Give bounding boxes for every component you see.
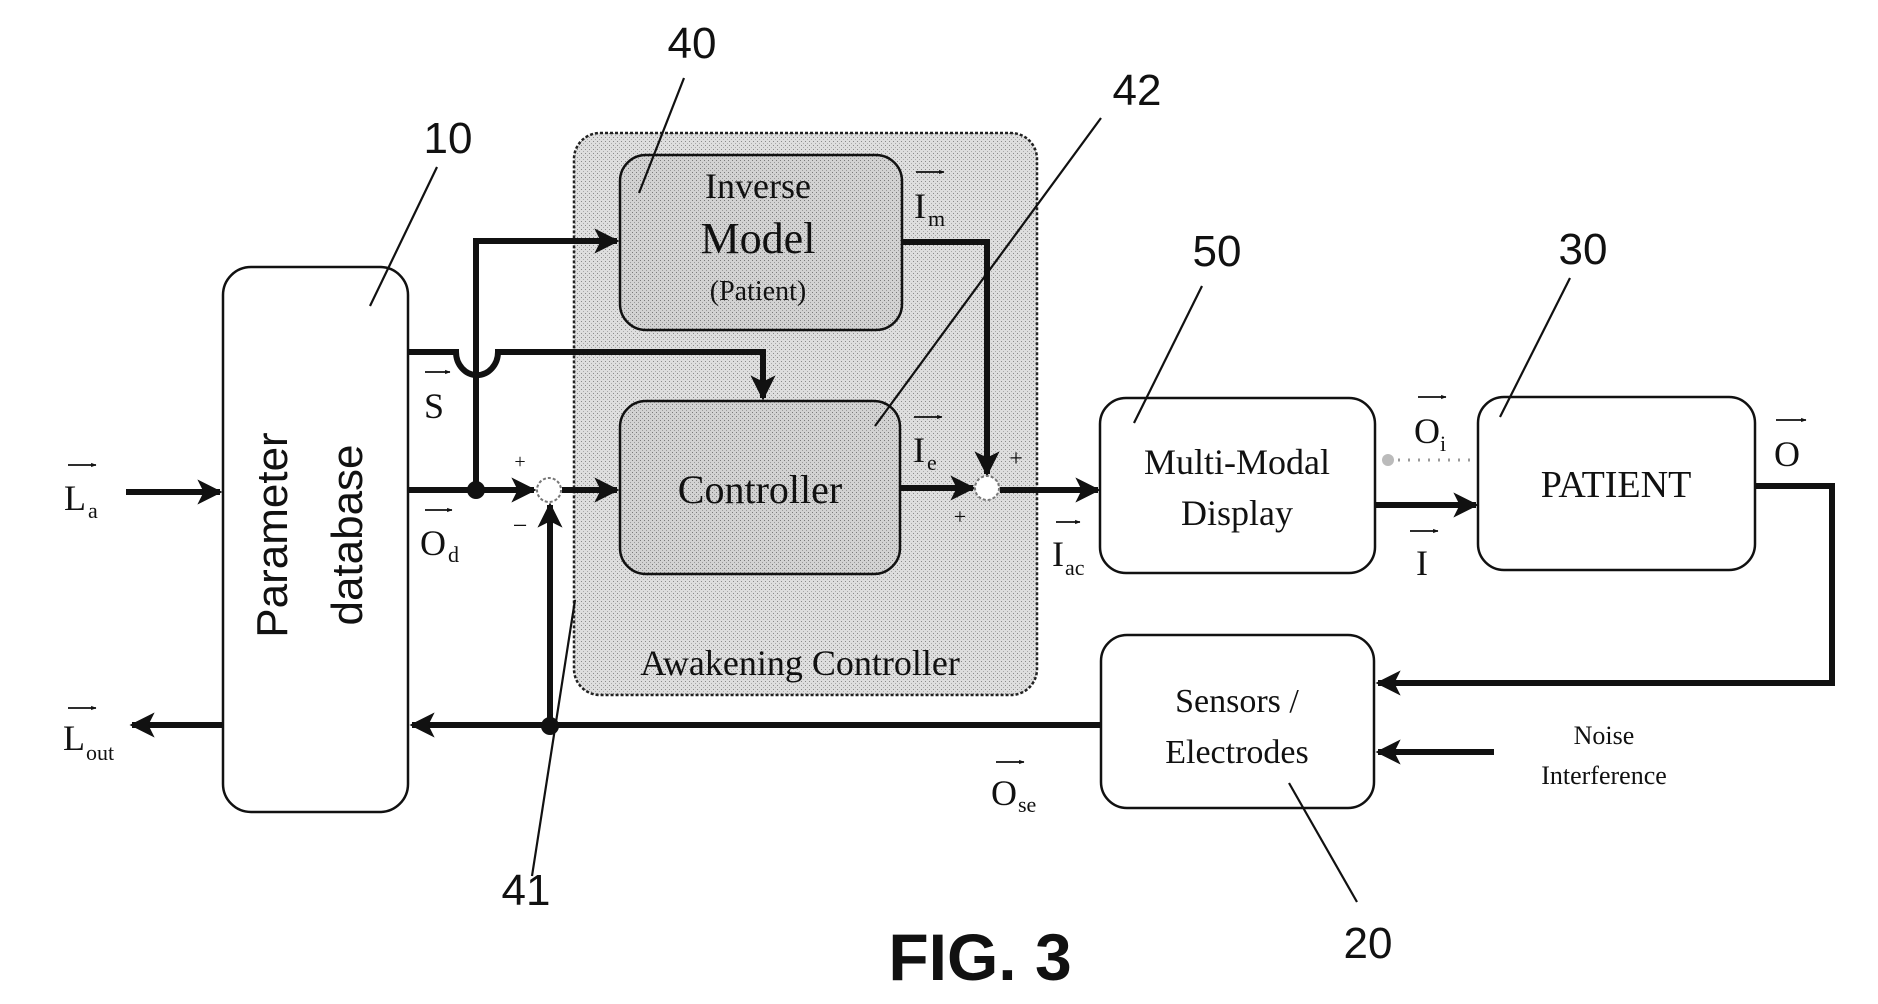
signal-label-i: I — [1410, 531, 1438, 583]
noise-label-line2: Interference — [1541, 761, 1667, 790]
ref-numeral-42: 42 — [1113, 66, 1162, 115]
svg-text:O: O — [991, 773, 1017, 813]
svg-text:I: I — [913, 430, 925, 470]
svg-text:m: m — [928, 206, 945, 231]
svg-text:L: L — [64, 478, 86, 518]
ref-numeral-30: 30 — [1559, 225, 1608, 274]
patient-block[interactable]: PATIENT — [1478, 397, 1755, 570]
parameter-database-block[interactable]: Parameter database — [223, 267, 408, 812]
svg-text:I: I — [914, 186, 926, 226]
awakening-controller-label: Awakening Controller — [640, 643, 960, 683]
sensors-electrodes-frame — [1101, 635, 1374, 808]
signal-label-lout: L out — [63, 708, 114, 765]
ref-numeral-40: 40 — [668, 19, 717, 68]
ref-numeral-41: 41 — [502, 866, 551, 915]
svg-text:O: O — [1414, 411, 1440, 451]
ref-numeral-20: 20 — [1344, 919, 1393, 968]
svg-text:O: O — [420, 523, 446, 563]
sum2-plus-sign-top: + — [1009, 446, 1023, 472]
leader-line-41 — [532, 600, 575, 876]
svg-text:I: I — [1416, 543, 1428, 583]
signal-label-o: O — [1774, 420, 1806, 474]
inverse-model-label-line2: Model — [701, 214, 816, 263]
svg-text:O: O — [1774, 434, 1800, 474]
sensors-label-line2: Electrodes — [1165, 734, 1309, 771]
summing-junction-1 — [537, 478, 561, 502]
multi-modal-display-label-line1: Multi-Modal — [1144, 442, 1330, 482]
sensors-electrodes-block[interactable]: Sensors / Electrodes — [1101, 635, 1374, 808]
svg-text:i: i — [1440, 431, 1446, 456]
svg-text:out: out — [86, 740, 114, 765]
ref-numeral-50: 50 — [1193, 227, 1242, 276]
summing-junction-2 — [975, 476, 999, 500]
inverse-model-label-line1: Inverse — [705, 166, 811, 206]
parameter-database-label-line1: Parameter — [248, 432, 297, 637]
signal-label-la: L a — [64, 465, 98, 523]
multi-modal-display-block[interactable]: Multi-Modal Display — [1100, 398, 1375, 573]
svg-text:a: a — [88, 498, 98, 523]
parameter-database-label-line2: database — [323, 444, 372, 625]
svg-text:e: e — [927, 450, 937, 475]
inverse-model-block[interactable]: Inverse Model (Patient) — [620, 155, 902, 330]
figure-caption: FIG. 3 — [888, 920, 1071, 994]
signal-label-iac: I ac — [1052, 522, 1085, 580]
signal-label-od: O d — [420, 510, 459, 567]
patient-label: PATIENT — [1541, 464, 1692, 506]
svg-text:se: se — [1018, 792, 1036, 817]
svg-text:d: d — [448, 542, 459, 567]
ref-numeral-10: 10 — [424, 114, 473, 163]
svg-text:S: S — [424, 386, 444, 426]
sum1-minus-sign: − — [513, 511, 528, 540]
sum1-plus-sign: + — [514, 451, 525, 473]
inverse-model-label-line3: (Patient) — [710, 276, 806, 307]
signal-label-ose: O se — [991, 762, 1036, 817]
sum2-plus-sign-bottom: + — [954, 504, 966, 529]
multi-modal-display-label-line2: Display — [1181, 493, 1293, 533]
oi-arrowhead — [1382, 454, 1394, 466]
noise-label-line1: Noise — [1574, 721, 1635, 750]
svg-text:L: L — [63, 718, 85, 758]
controller-label: Controller — [678, 467, 842, 512]
controller-block[interactable]: Controller — [620, 401, 900, 574]
svg-text:ac: ac — [1065, 555, 1085, 580]
svg-text:I: I — [1052, 534, 1064, 574]
signal-label-oi: O i — [1414, 397, 1446, 456]
signal-label-s: S — [424, 372, 450, 426]
multi-modal-display-frame — [1100, 398, 1375, 573]
junction-dot — [467, 481, 485, 499]
sensors-label-line1: Sensors / — [1175, 683, 1299, 720]
